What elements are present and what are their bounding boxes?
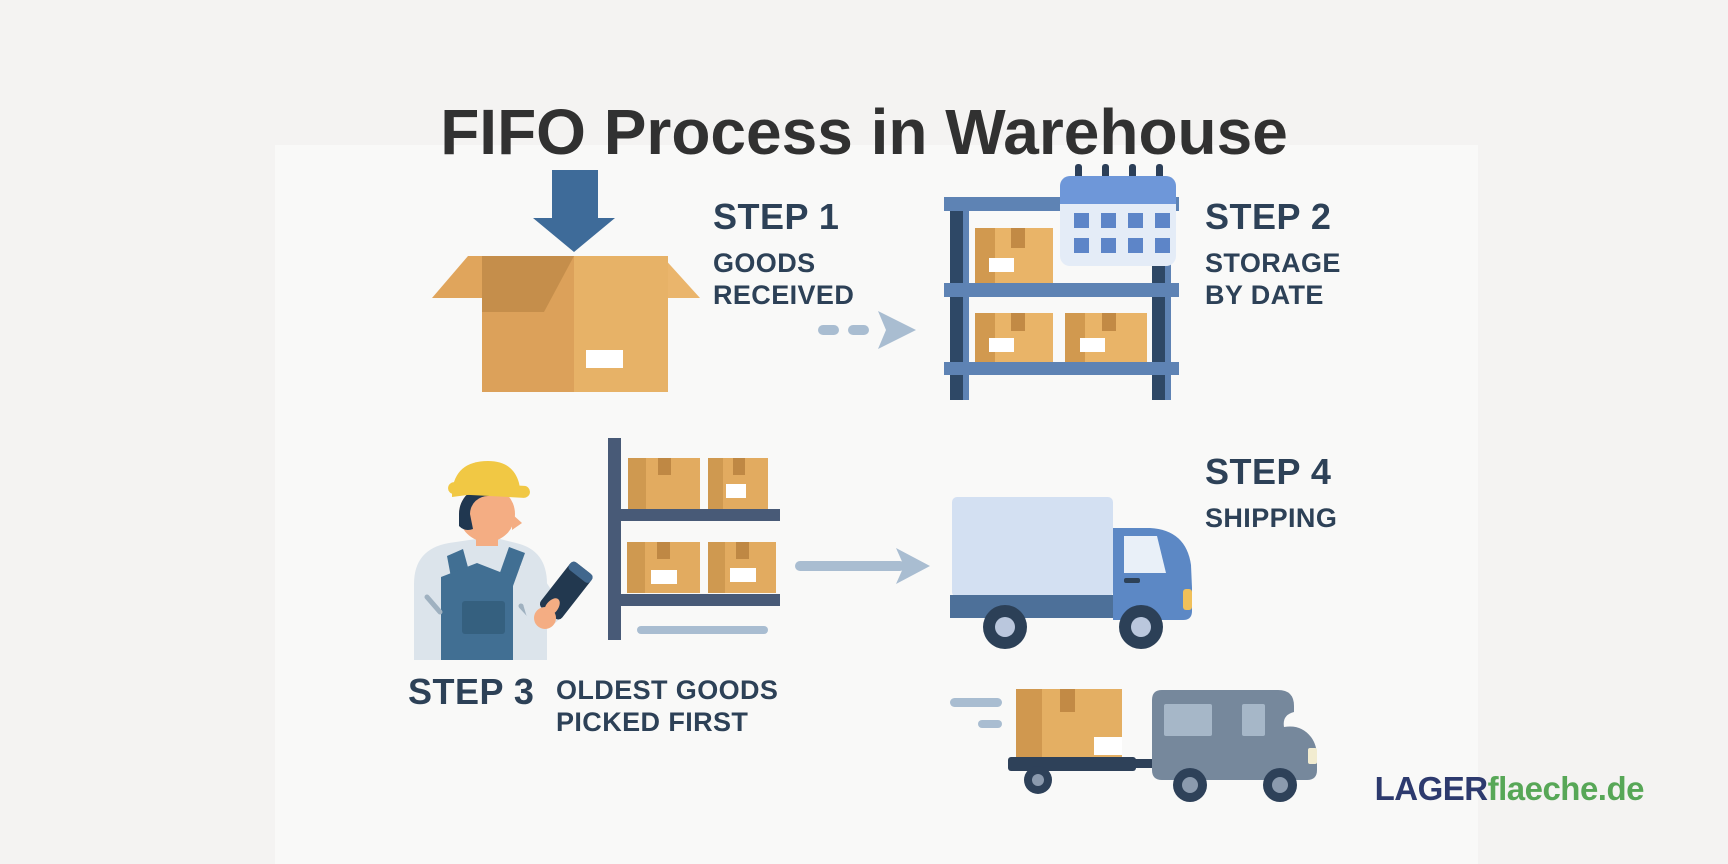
carton-box — [975, 228, 1053, 283]
shelf-post-right-edge — [1165, 210, 1171, 400]
step-4-label: STEP 4 — [1205, 451, 1332, 492]
picking-shelf-bar-bottom — [608, 594, 780, 606]
worker-hair — [459, 486, 489, 530]
truck-window — [1124, 536, 1166, 573]
step-2-caption-line-1: STORAGE — [1205, 248, 1341, 278]
step-3-caption-line-1: OLDEST GOODS — [556, 675, 779, 705]
truck-wheel — [983, 605, 1027, 649]
box-with-down-arrow-icon — [432, 170, 700, 392]
shelf-with-calendar-icon — [944, 164, 1179, 400]
delivery-truck-icon — [950, 497, 1192, 649]
brand-logo: LAGERflaeche.de — [1374, 770, 1645, 808]
step-1-label: STEP 1 — [713, 196, 840, 237]
worker-thumb — [544, 598, 560, 616]
crease-line — [424, 594, 443, 615]
truck-wheel — [1119, 605, 1163, 649]
step-1-caption-line-2: RECEIVED — [713, 280, 855, 310]
brand-logo-prefix: LAGER — [1374, 770, 1489, 807]
speed-lines-icon — [950, 698, 1002, 728]
carton-box — [1065, 313, 1147, 363]
box-label — [586, 350, 623, 368]
dashed-arrow-icon — [818, 311, 916, 349]
delivery-van-icon — [1152, 690, 1317, 802]
picking-shelf-icon — [608, 438, 780, 640]
solid-arrow-icon — [795, 548, 930, 584]
overall-pocket — [462, 601, 505, 634]
step-1-caption: GOODS RECEIVED — [713, 247, 854, 311]
step-2-label: STEP 2 — [1205, 196, 1332, 237]
step-1-caption-line-1: GOODS — [713, 248, 816, 278]
carton-box — [627, 542, 700, 593]
carton-box — [708, 542, 776, 593]
van-wheel — [1173, 768, 1207, 802]
van-headlight — [1308, 748, 1317, 764]
floor-line — [637, 626, 768, 634]
shelf-post-left — [950, 197, 963, 400]
shelf-bar-middle — [944, 283, 1179, 297]
step-4-caption: SHIPPING — [1205, 502, 1337, 534]
carton-box — [628, 458, 700, 509]
calendar-icon — [1060, 164, 1176, 266]
step-3-caption-line-2: PICKED FIRST — [556, 707, 749, 737]
worker-nose — [512, 514, 522, 530]
page-title: FIFO Process in Warehouse — [440, 95, 1288, 168]
shelf-bar-bottom — [944, 362, 1179, 375]
box-inner-shadow — [482, 256, 574, 312]
truck-door-handle — [1124, 578, 1140, 583]
cart-and-van-icon — [950, 689, 1317, 802]
worker-with-scanner-icon — [414, 461, 593, 660]
picking-shelf-bar-top — [608, 509, 780, 521]
step-4-caption-line-1: SHIPPING — [1205, 503, 1338, 533]
cart-with-box-icon — [1008, 689, 1168, 794]
carton-box — [708, 458, 768, 509]
picking-shelf-post — [608, 438, 621, 640]
van-wheel — [1263, 768, 1297, 802]
brand-logo-suffix: flaeche.de — [1487, 770, 1645, 807]
truck-chassis — [950, 595, 1114, 618]
shelf-post-left-edge — [963, 197, 969, 400]
van-window — [1242, 704, 1265, 736]
van-window — [1164, 704, 1212, 736]
carton-box — [975, 313, 1053, 363]
truck-cargo-box — [952, 497, 1113, 597]
step-2-caption: STORAGE BY DATE — [1205, 247, 1341, 311]
truck-headlight — [1183, 589, 1192, 610]
step-2-caption-line-2: BY DATE — [1205, 280, 1324, 310]
down-arrow-icon — [533, 170, 615, 252]
step-3-label: STEP 3 — [408, 671, 535, 712]
hard-hat-brim — [448, 482, 530, 498]
step-3-caption: OLDEST GOODS PICKED FIRST — [556, 674, 778, 738]
